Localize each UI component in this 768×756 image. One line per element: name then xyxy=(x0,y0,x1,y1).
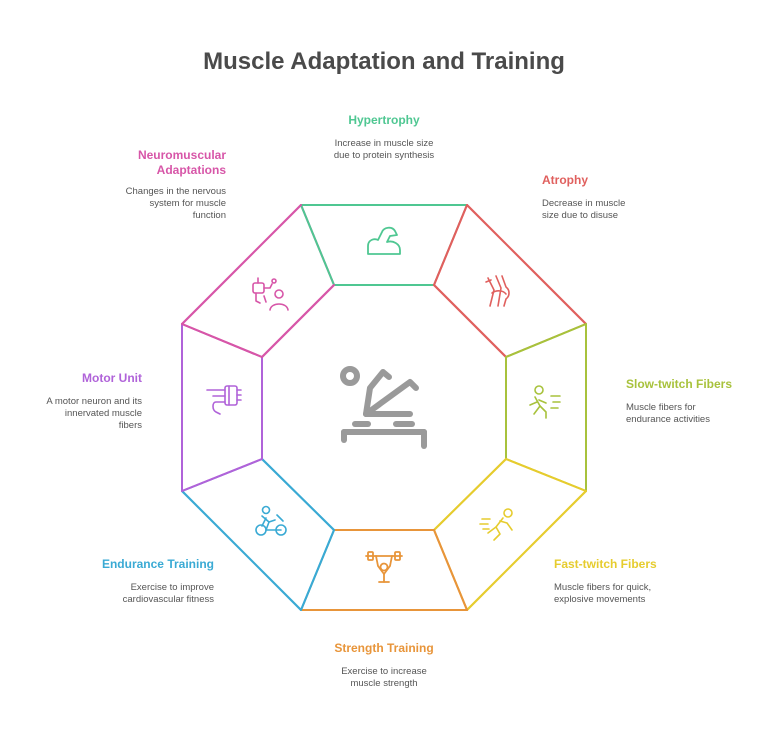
label-slow-twitch: Slow-twitch Fibers xyxy=(626,377,733,391)
nerve-person-icon xyxy=(252,277,289,311)
knee-joint-icon xyxy=(485,275,510,307)
cyclist-icon xyxy=(255,505,287,536)
label-endurance: Endurance Training xyxy=(101,557,214,571)
label-hypertrophy: Hypertrophy xyxy=(348,113,420,127)
page-title: Muscle Adaptation and Training xyxy=(203,48,565,75)
flexed-arm-icon xyxy=(367,226,401,255)
gymnast-pommel-horse-icon xyxy=(340,366,427,449)
label-motor-unit: Motor Unit xyxy=(82,371,142,385)
label-fast-twitch: Fast-twitch Fibers xyxy=(554,557,657,571)
desc-fast-twitch: Muscle fibers for quick,explosive moveme… xyxy=(554,582,652,605)
motor-connector-icon xyxy=(206,385,242,415)
sprinter-icon xyxy=(479,508,513,541)
weightlifter-icon xyxy=(365,551,403,583)
runner-icon xyxy=(529,385,561,419)
label-strength: Strength Training xyxy=(334,641,434,655)
label-atrophy: Atrophy xyxy=(542,173,588,187)
